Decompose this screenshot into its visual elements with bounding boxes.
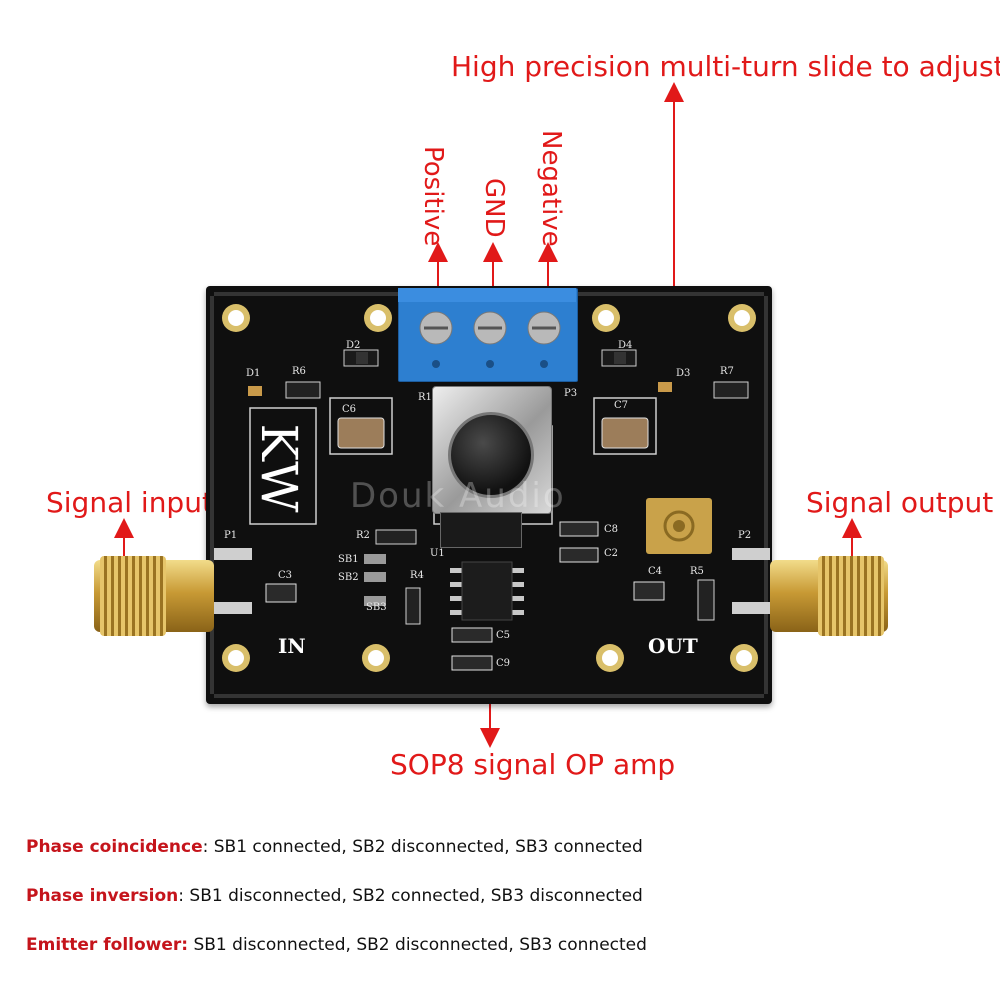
potentiometer-callout: High precision multi-turn slide to adjus…: [451, 50, 1000, 83]
silk-c4: C4: [648, 566, 663, 577]
sma-output-ribs: [818, 556, 884, 636]
negative-callout: Negative: [536, 130, 566, 247]
silk-r4: R4: [410, 570, 424, 581]
silk-d4: D4: [618, 340, 633, 351]
sma-input-ribs: [100, 556, 166, 636]
gnd-callout: GND: [479, 178, 509, 238]
terminal-screws: [398, 288, 576, 368]
note-term: Phase inversion: [26, 886, 179, 906]
silk-d1: D1: [246, 368, 261, 379]
in-label: IN: [278, 634, 306, 658]
signal-input-callout: Signal input: [46, 486, 213, 519]
silk-p1: P1: [224, 530, 238, 541]
out-label: OUT: [648, 634, 698, 658]
silk-c7: C7: [614, 400, 629, 411]
note-term: Emitter follower:: [26, 935, 189, 955]
antenna-emblem: [646, 498, 712, 554]
silk-sb2: SB2: [338, 572, 359, 583]
sop8-chip: [450, 561, 524, 621]
silk-d2: D2: [346, 340, 361, 351]
silk-u1: U1: [430, 548, 445, 559]
silk-sb1: SB1: [338, 554, 359, 565]
silk-c6: C6: [342, 404, 357, 415]
silk-c3: C3: [278, 570, 293, 581]
watermark: Douk Audio: [350, 476, 566, 516]
silk-d3: D3: [676, 368, 691, 379]
note-term: Phase coincidence: [26, 837, 203, 857]
silk-p3: P3: [564, 388, 578, 399]
silk-r7: R7: [720, 366, 734, 377]
silk-c5: C5: [496, 630, 511, 641]
silk-p2: P2: [738, 530, 752, 541]
kw-logo: KW: [250, 423, 308, 515]
note-emitter-follower: Emitter follower: SB1 disconnected, SB2 …: [26, 935, 647, 955]
note-phase-inversion: Phase inversion: SB1 disconnected, SB2 c…: [26, 886, 643, 906]
mounting-holes: [222, 304, 758, 672]
positive-callout: Positive: [418, 146, 448, 247]
silk-r5: R5: [690, 566, 704, 577]
potentiometer-base: [440, 512, 522, 548]
silk-c9: C9: [496, 658, 511, 669]
op-amp-callout: SOP8 signal OP amp: [390, 748, 676, 781]
signal-output-callout: Signal output: [806, 486, 994, 519]
note-phase-coincidence: Phase coincidence: SB1 connected, SB2 di…: [26, 837, 643, 857]
silk-c2: C2: [604, 548, 619, 559]
silk-r6: R6: [292, 366, 306, 377]
silk-c8: C8: [604, 524, 619, 535]
silk-r2: R2: [356, 530, 370, 541]
potentiometer-knob[interactable]: [448, 412, 534, 498]
note-desc: : SB1 disconnected, SB2 connected, SB3 d…: [178, 886, 643, 906]
silk-sb3: SB3: [366, 602, 387, 613]
silk-r1: R1: [418, 392, 432, 403]
note-desc: SB1 disconnected, SB2 disconnected, SB3 …: [188, 935, 647, 955]
note-desc: : SB1 connected, SB2 disconnected, SB3 c…: [202, 837, 643, 857]
